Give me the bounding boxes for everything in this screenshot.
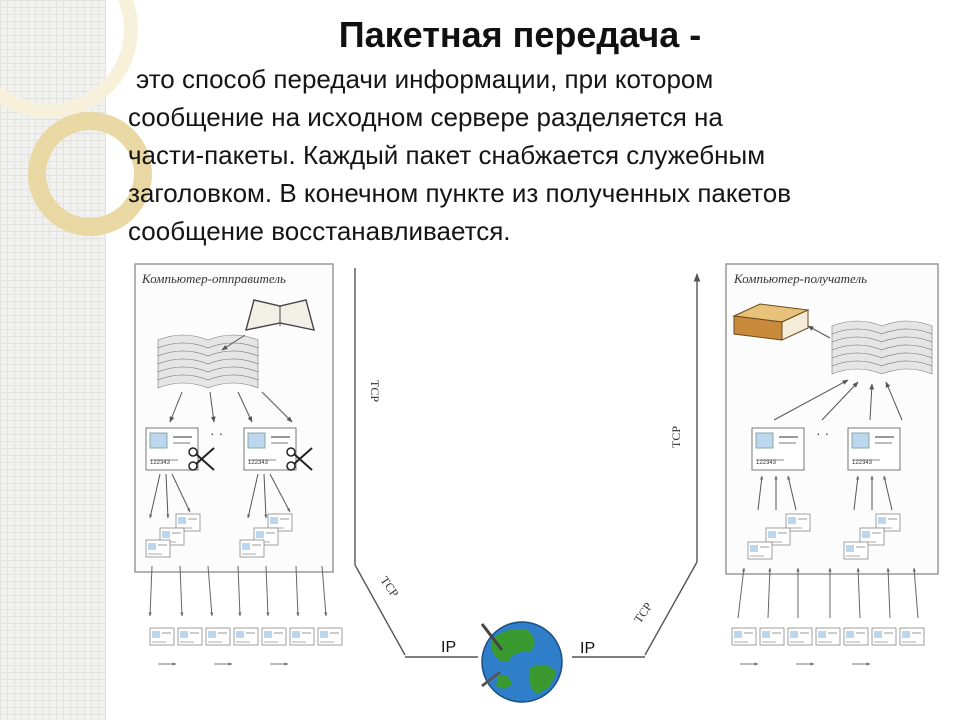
packet-number: 122343 (248, 460, 269, 466)
slide-title: Пакетная передача - (338, 14, 702, 55)
packet-document: 122343 (847, 427, 901, 471)
sender-label: Компьютер-отправитель (141, 271, 286, 286)
message-pages-stack (831, 320, 933, 375)
closed-book-icon (732, 303, 810, 341)
transport-path: TCP TCP TCP TCP IP IP (354, 268, 701, 658)
packet-document: 122343 (145, 427, 199, 471)
tcp-label: TCP (368, 380, 382, 402)
definition-text: это способ передачи информации, при кото… (128, 60, 958, 250)
packet-number: 122343 (852, 460, 873, 466)
packet-number: 122343 (150, 460, 171, 466)
svg-text:· ·: · · (816, 425, 829, 441)
receiver-computer: Компьютер-получатель 122343 · · 122343 (725, 263, 939, 575)
definition-line: это способ передачи информации, при кото… (136, 64, 714, 94)
definition-line: заголовком. В конечном пункте из получен… (128, 178, 792, 208)
sender-computer: Компьютер-отправитель 122343 · · 1223 (134, 263, 334, 573)
tcp-label: TCP (631, 599, 655, 625)
packet-number: 122343 (756, 460, 777, 466)
scissors-icon (286, 447, 313, 471)
receiver-label: Компьютер-получатель (733, 271, 867, 286)
message-pages-stack (157, 334, 259, 389)
definition-line: части-пакеты. Каждый пакет снабжается сл… (128, 140, 766, 170)
packet-document: 122343 (751, 427, 805, 471)
svg-text:· ·: · · (210, 425, 223, 441)
scissors-icon (188, 447, 215, 471)
open-book-icon (245, 299, 315, 331)
ip-label: IP (441, 639, 456, 656)
globe-icon (480, 621, 563, 703)
ip-label: IP (580, 640, 595, 657)
receiver-packet-row (731, 567, 925, 666)
tcp-label: TCP (378, 574, 402, 600)
sender-packet-row (148, 565, 343, 666)
definition-line: сообщение восстанавливается. (128, 216, 511, 246)
packet-document: 122343 (243, 427, 297, 471)
definition-line: сообщение на исходном сервере разделяетс… (128, 102, 723, 132)
tcp-label: TCP (669, 426, 683, 448)
